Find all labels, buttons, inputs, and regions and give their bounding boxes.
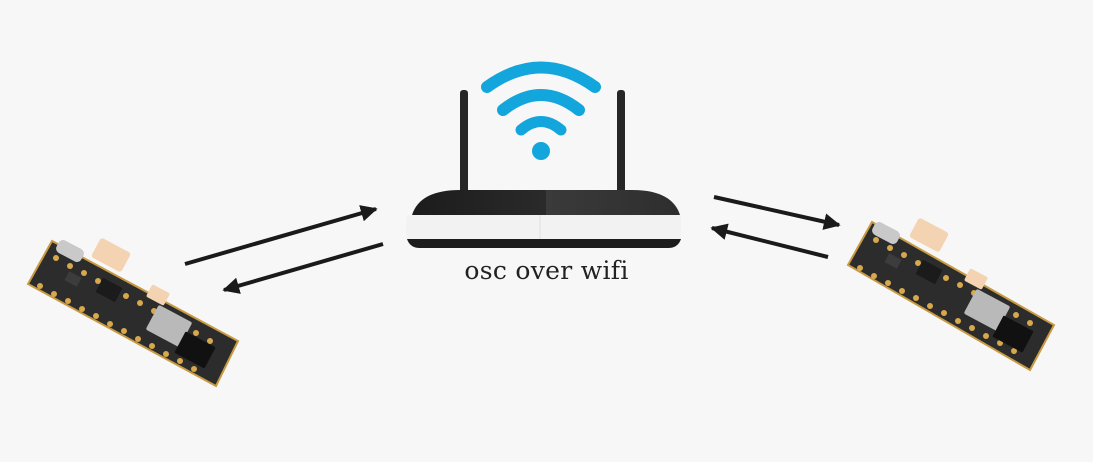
wifi-router-icon xyxy=(406,90,681,248)
router-antenna-left xyxy=(460,90,468,194)
router-base xyxy=(407,239,681,248)
wifi-module xyxy=(964,289,1010,331)
arrow-router-to-right xyxy=(713,195,841,230)
router-antenna-right xyxy=(617,90,625,194)
usb-c-port xyxy=(872,222,900,244)
usb-c-port xyxy=(56,240,84,262)
microcontroller-board-left xyxy=(26,238,240,388)
arrow-right-to-router xyxy=(710,223,829,259)
arrow-left-to-router xyxy=(184,205,378,266)
antenna-area xyxy=(992,315,1034,353)
diagram-caption: osc over wifi xyxy=(464,256,629,285)
router-top xyxy=(412,190,680,215)
wifi-module xyxy=(146,305,192,347)
battery-connector xyxy=(909,218,949,252)
router-band xyxy=(406,215,681,239)
arrow-router-to-left xyxy=(222,242,384,294)
wifi-signal-icon xyxy=(481,61,601,160)
arrows xyxy=(184,195,841,294)
antenna-area xyxy=(174,331,216,369)
stemma-connector xyxy=(146,284,170,306)
microcontroller-board-right xyxy=(846,218,1056,372)
stemma-connector xyxy=(964,268,988,290)
battery-connector xyxy=(91,238,131,272)
